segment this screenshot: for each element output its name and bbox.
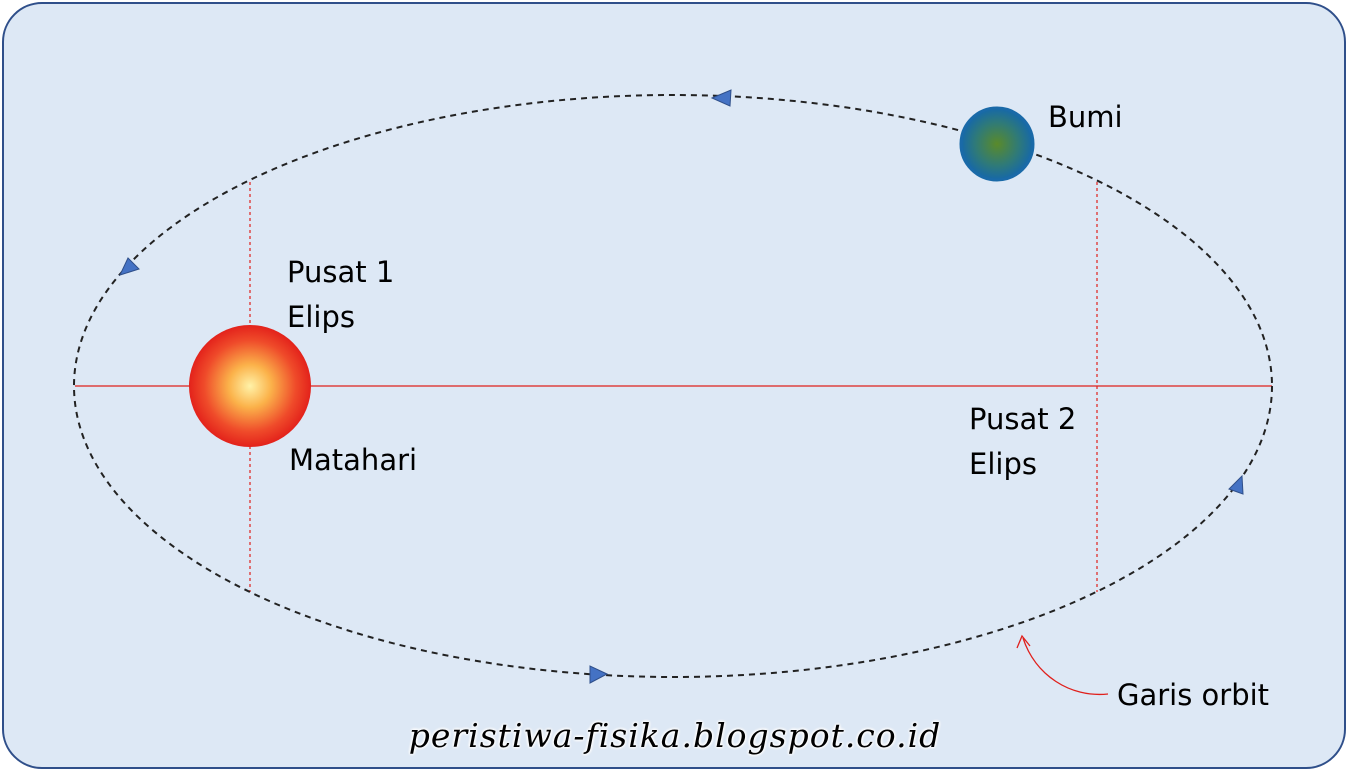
orbit-direction-arrow-icon bbox=[589, 665, 609, 684]
earth-label: Bumi bbox=[1048, 100, 1123, 134]
curved-pointer-arrow-icon bbox=[1016, 634, 1109, 696]
orbit-direction-arrow-icon bbox=[1228, 474, 1244, 495]
sun-label: Matahari bbox=[289, 443, 418, 477]
focus1-label: Pusat 1 Elips bbox=[287, 255, 395, 334]
orbit-ellipse bbox=[73, 94, 1273, 678]
orbit-direction-arrow-icon bbox=[710, 89, 732, 107]
orbit-direction-arrow-icon bbox=[119, 257, 140, 276]
sun-icon bbox=[189, 325, 311, 447]
earth-icon bbox=[959, 106, 1035, 182]
orbit-line-label: Garis orbit bbox=[1117, 678, 1270, 712]
watermark: peristiwa-fisika.blogspot.co.id bbox=[408, 716, 942, 755]
focus2-label: Pusat 2 Elips bbox=[969, 402, 1077, 481]
